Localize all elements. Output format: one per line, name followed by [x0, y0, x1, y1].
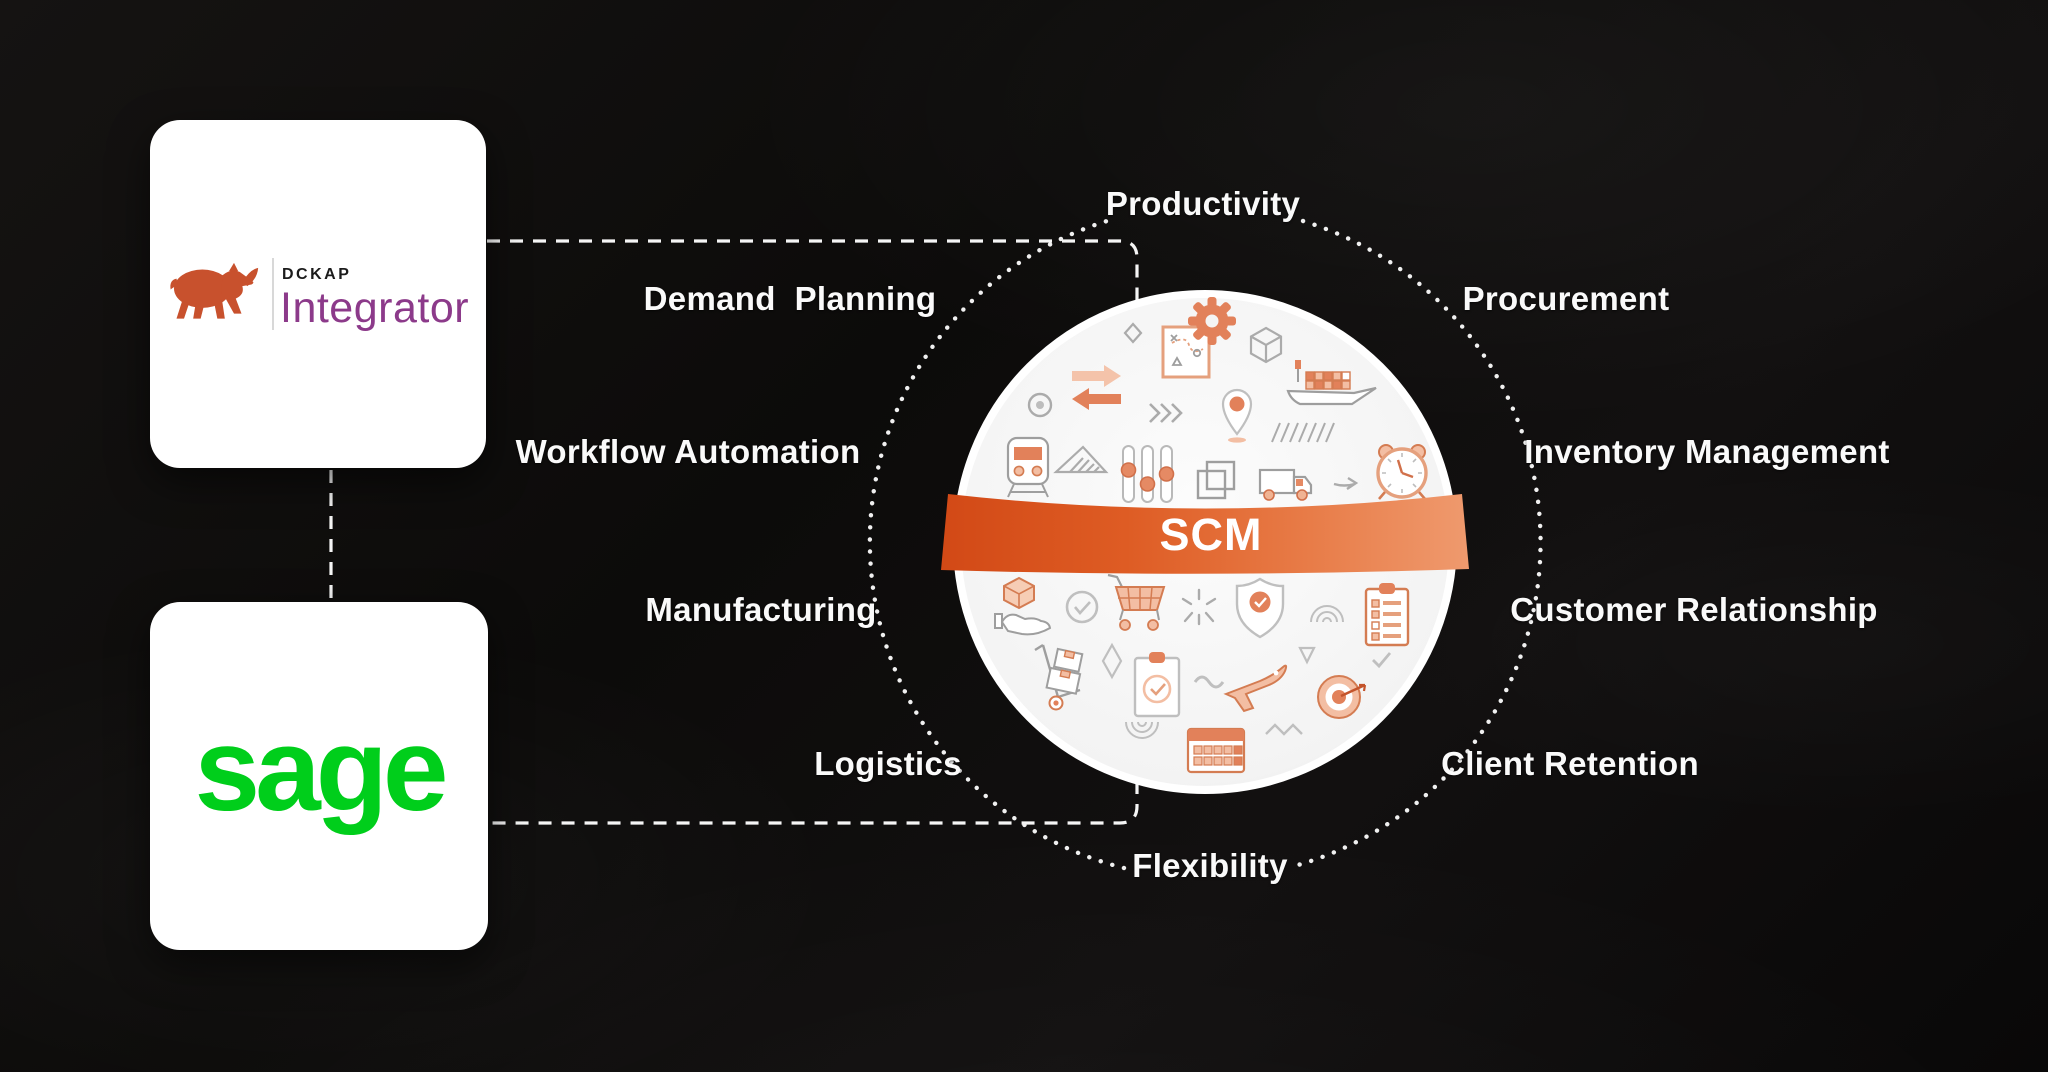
ruler-triangle-icon — [1053, 445, 1109, 474]
orbit-label-demand-planning: Demand Planning — [643, 280, 937, 317]
small-triangle-icon — [1298, 646, 1316, 665]
cube-icon — [1249, 326, 1283, 364]
diamond-icon — [1123, 322, 1143, 344]
location-pin-icon — [1221, 388, 1253, 443]
sliders-icon — [1120, 445, 1175, 503]
arrow-right-icon — [1333, 476, 1359, 490]
sage-logo-text: sage — [194, 704, 449, 836]
dckap-integrator-card: DCKAP Integrator — [150, 120, 486, 468]
shopping-cart-icon — [1107, 573, 1166, 631]
orbit-label-logistics: Logistics — [814, 745, 962, 782]
chevrons-icon — [1149, 403, 1183, 423]
dckap-brand-text: DCKAP — [282, 266, 352, 283]
dckap-rhino-logo — [170, 262, 259, 319]
integrator-product-text: Integrator — [280, 284, 470, 332]
dartboard-icon — [1317, 675, 1367, 719]
scm-ribbon — [941, 494, 1469, 574]
check-circle-icon — [1065, 590, 1099, 624]
shield-check-icon — [1235, 577, 1285, 639]
tall-diamond-icon — [1101, 642, 1123, 680]
stacked-squares-icon — [1196, 460, 1236, 500]
orbit-label-inventory-management: Inventory Management — [1524, 433, 1890, 470]
scm-center-label: SCM — [1159, 508, 1263, 560]
hand-truck-icon — [1034, 643, 1084, 711]
connector-dashed-path — [329, 239, 1139, 825]
calendar-icon — [1186, 727, 1246, 774]
cargo-ship-icon — [1286, 360, 1377, 406]
delivery-truck-icon — [1258, 468, 1313, 501]
train-icon — [1006, 436, 1050, 498]
orbit-dotted-ring — [867, 218, 1543, 871]
checklist-clipboard-icon — [1364, 583, 1410, 647]
clipboard-check-icon — [1133, 652, 1181, 718]
hatch-marks-icon — [1271, 422, 1335, 443]
strategy-board-icon — [1161, 325, 1211, 379]
sage-card: sage — [150, 602, 488, 950]
orbit-label-customer-relationship: Customer Relationship — [1510, 591, 1878, 628]
logo-divider — [272, 258, 274, 330]
signal-arcs-icon — [1310, 605, 1344, 623]
sparkle-burst-icon — [1181, 588, 1217, 626]
gear-icon — [1188, 297, 1236, 345]
checkmark-icon — [1372, 652, 1392, 669]
orbit-label-productivity: Productivity — [1105, 185, 1301, 222]
tilde-icon — [1193, 675, 1225, 689]
airplane-icon — [1223, 664, 1288, 713]
orbit-label-workflow-automation: Workflow Automation — [515, 433, 861, 470]
swap-arrows-icon — [1072, 365, 1121, 410]
orbit-label-client-retention: Client Retention — [1441, 745, 1699, 782]
dome-arcs-icon — [1125, 721, 1159, 739]
alarm-clock-icon — [1376, 444, 1428, 500]
hand-box-icon — [994, 576, 1052, 636]
zigzag-icon — [1265, 723, 1303, 736]
orbit-label-manufacturing: Manufacturing — [645, 591, 877, 628]
orbit-label-flexibility: Flexibility — [1132, 847, 1288, 884]
target-dot-icon — [1027, 392, 1053, 418]
orbit-label-procurement: Procurement — [1462, 280, 1670, 317]
